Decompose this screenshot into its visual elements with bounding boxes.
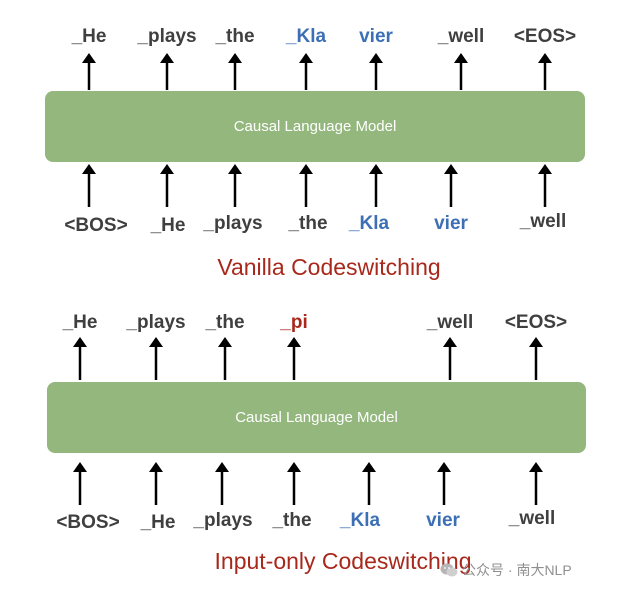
diagram-title: Vanilla Codeswitching: [217, 254, 441, 280]
watermark: 公众号 · 南大NLP: [440, 560, 572, 580]
arrow-up-icon: [215, 462, 229, 506]
arrow-up-icon: [538, 53, 552, 91]
arrow-up-icon: [369, 164, 383, 208]
arrow-up-icon: [149, 462, 163, 506]
arrow-up-icon: [73, 462, 87, 506]
output-token: _He: [62, 312, 98, 333]
arrow-up-icon: [228, 53, 242, 91]
output-token: _pi: [280, 312, 308, 333]
arrow-up-icon: [160, 53, 174, 91]
causal-language-model-box: Causal Language Model: [45, 91, 585, 162]
arrow-up-icon: [437, 462, 451, 506]
arrow-up-icon: [362, 462, 376, 506]
input-token: vier: [426, 510, 460, 531]
arrow-up-icon: [82, 164, 96, 208]
input-token: _Kla: [339, 510, 381, 531]
input-token: _the: [272, 510, 312, 531]
output-token: vier: [359, 26, 393, 47]
watermark-text: 公众号 · 南大NLP: [462, 562, 572, 578]
output-token: _the: [205, 312, 245, 333]
causal-language-model-box: Causal Language Model: [47, 382, 586, 453]
output-token: <EOS>: [513, 26, 577, 47]
arrow-up-icon: [73, 337, 87, 381]
arrow-up-icon: [529, 462, 543, 506]
arrow-up-icon: [529, 337, 543, 381]
input-token: _Kla: [348, 213, 390, 234]
input-token: _well: [519, 211, 567, 232]
input-token: _plays: [203, 213, 263, 234]
output-token: _plays: [137, 26, 197, 47]
output-token: _well: [437, 26, 485, 47]
arrow-up-icon: [299, 164, 313, 208]
input-token: _well: [508, 508, 556, 529]
input-token: <BOS>: [56, 512, 120, 533]
output-token: _plays: [126, 312, 186, 333]
input-token: _He: [140, 512, 176, 533]
model-label: Causal Language Model: [233, 118, 397, 135]
arrow-up-icon: [538, 164, 552, 208]
input-token: <BOS>: [64, 215, 128, 236]
output-token: _He: [71, 26, 107, 47]
arrow-up-icon: [287, 462, 301, 506]
arrow-up-icon: [444, 164, 458, 208]
arrow-up-icon: [287, 337, 301, 381]
arrow-up-icon: [299, 53, 313, 91]
arrow-up-icon: [149, 337, 163, 381]
input-token: vier: [434, 213, 468, 234]
arrow-up-icon: [228, 164, 242, 208]
output-token: _well: [426, 312, 474, 333]
diagram-title: Input-only Codeswitching: [214, 548, 472, 574]
arrow-up-icon: [443, 337, 457, 381]
wechat-icon: [440, 563, 458, 577]
arrow-up-icon: [454, 53, 468, 91]
arrow-up-icon: [82, 53, 96, 91]
arrow-up-icon: [218, 337, 232, 381]
arrow-up-icon: [160, 164, 174, 208]
input-token: _He: [150, 215, 186, 236]
input-token: _plays: [193, 510, 253, 531]
arrow-up-icon: [369, 53, 383, 91]
output-token: _the: [215, 26, 255, 47]
input-token: _the: [288, 213, 328, 234]
model-label: Causal Language Model: [235, 409, 398, 426]
output-token: _Kla: [285, 26, 327, 47]
output-token: <EOS>: [504, 312, 568, 333]
